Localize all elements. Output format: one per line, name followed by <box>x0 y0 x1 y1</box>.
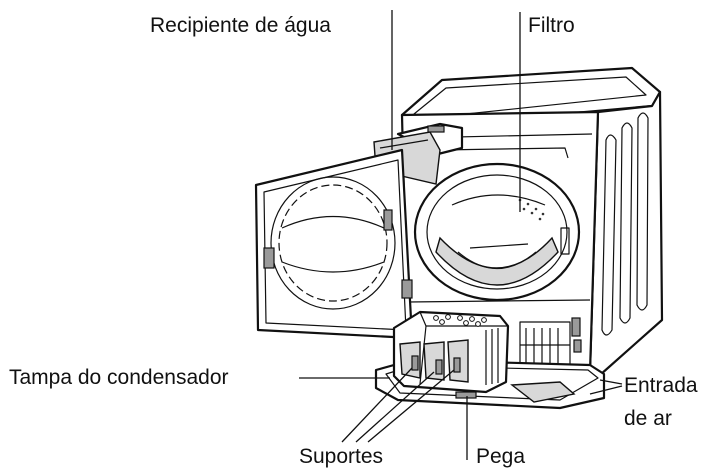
condenser-unit <box>392 310 510 394</box>
label-handle: Pega <box>476 445 526 468</box>
label-condenser-cover: Tampa do condensador <box>9 366 229 389</box>
label-air-inlet-line1: Entrada <box>624 374 698 397</box>
label-filter: Filtro <box>528 14 575 37</box>
label-air-inlet-line2: de ar <box>624 407 672 430</box>
leader-lines <box>299 10 623 460</box>
label-supports: Suportes <box>299 445 384 468</box>
open-door <box>254 148 414 340</box>
label-water-container: Recipiente de água <box>150 14 331 37</box>
